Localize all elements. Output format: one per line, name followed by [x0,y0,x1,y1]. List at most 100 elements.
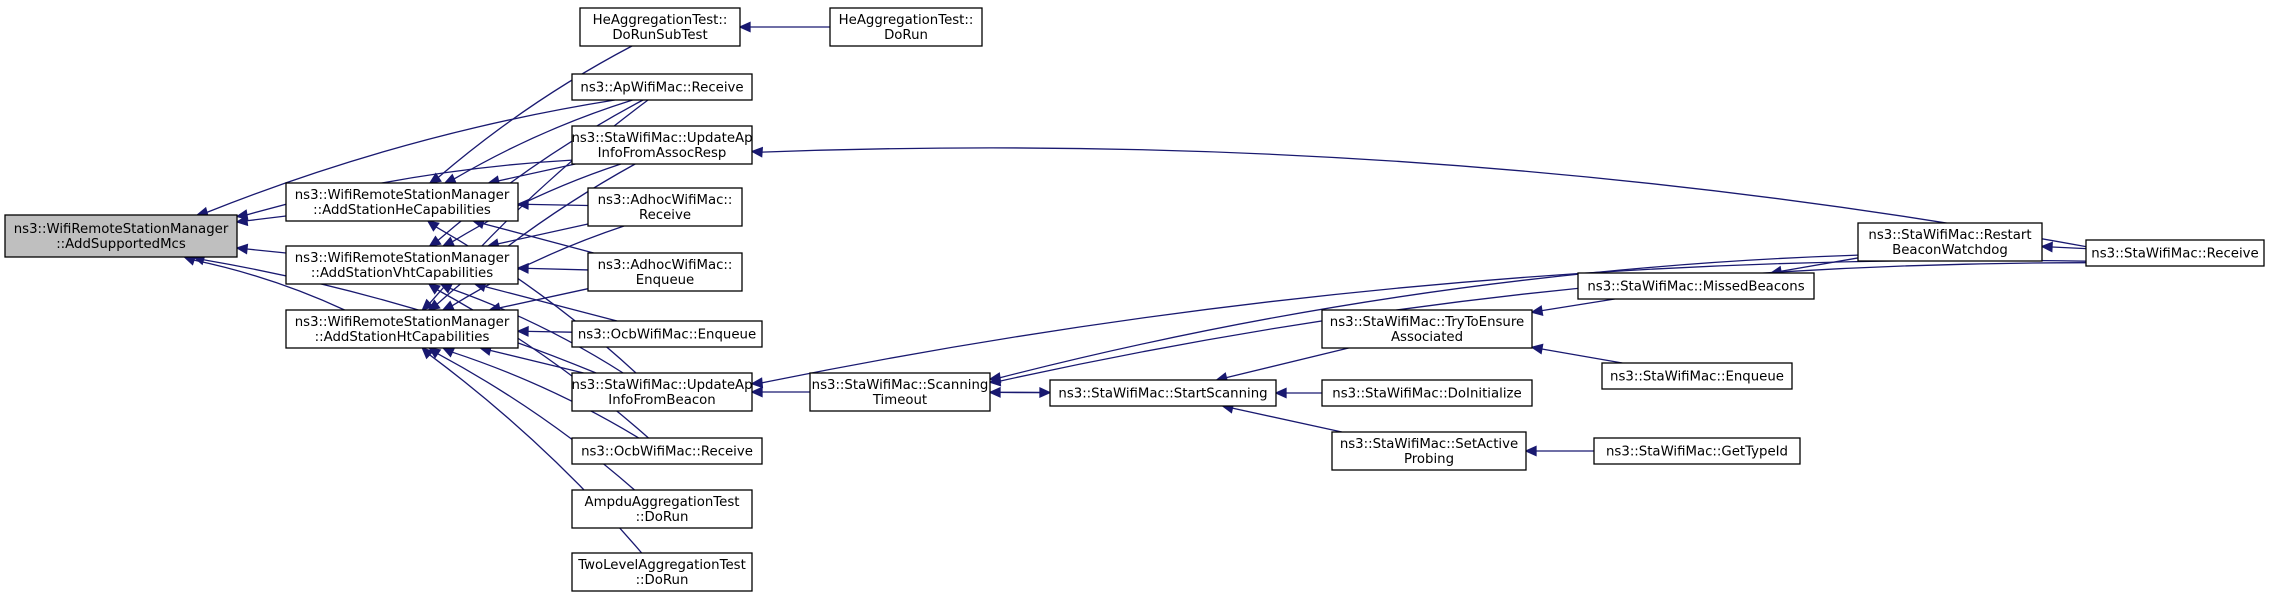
node-ocb-enq[interactable]: ns3::OcbWifiMac::Enqueue [571,320,763,348]
edge-line [527,203,589,207]
edge-arrowhead [1524,445,1537,457]
node-label-line: Enqueue [636,273,695,288]
edge-scan_timeout-to-upd_beacon [750,386,810,398]
node-box [579,7,741,47]
node-box [285,309,519,349]
node-adhoc-recv[interactable]: ns3::AdhocWifiMac::Receive [587,187,743,227]
node-label-line: ns3::StaWifiMac::Enqueue [1610,370,1784,385]
node-box [1331,431,1527,471]
node-do-init[interactable]: ns3::StaWifiMac::DoInitialize [1321,379,1533,407]
node-label-line: DoRunSubTest [612,28,707,43]
edge-line [435,226,637,374]
node-label-line: TwoLevelAggregationTest [577,558,746,573]
edge-sta_recv-to-scan_timeout [988,262,2087,387]
edge-arrowhead [988,375,1002,387]
edge-line [1232,407,1342,433]
node-box [1321,379,1533,407]
node-ampdu[interactable]: AmpduAggregationTest::DoRun [571,489,753,529]
node-box [1601,362,1793,390]
edge-line [451,225,625,307]
node-box [1049,379,1277,407]
edge-line [246,215,287,222]
edge-upd_beacon-to-ht_cap [478,345,584,374]
edge-line [2051,246,2087,250]
edge-line [193,259,345,311]
edge-arrowhead [235,209,249,221]
node-label-line: InfoFromAssocResp [598,146,727,161]
node-he-agg-sub[interactable]: HeAggregationTest::DoRunSubTest [579,7,741,47]
node-missed[interactable]: ns3::StaWifiMac::MissedBeacons [1577,272,1815,300]
node-upd-assoc[interactable]: ns3::StaWifiMac::UpdateApInfoFromAssocRe… [571,125,753,165]
node-start-scan[interactable]: ns3::StaWifiMac::StartScanning [1049,379,1277,407]
node-label-line: Probing [1404,452,1454,467]
node-ocb-recv[interactable]: ns3::OcbWifiMac::Receive [571,437,763,465]
edge-arrowhead [427,283,441,295]
node-adhoc-enq[interactable]: ns3::AdhocWifiMac::Enqueue [587,252,743,292]
edge-arrowhead [441,347,456,358]
edge-line [527,267,589,271]
edge-do_init-to-start_scan [1274,387,1322,399]
node-ht-cap[interactable]: ns3::WifiRemoteStationManager::AddStatio… [285,309,519,349]
node-sta-enq[interactable]: ns3::StaWifiMac::Enqueue [1601,362,1793,390]
node-label-line: Timeout [872,393,927,408]
node-label-line: ::DoRun [636,573,689,588]
node-label-line: ns3::WifiRemoteStationManager [14,222,229,237]
node-box [809,372,991,412]
edge-line [498,163,576,182]
edge-line [449,287,624,374]
edge-line [437,45,633,178]
edge-line [1780,257,1859,272]
node-box [571,552,753,592]
node-box [2085,239,2265,267]
node-he-agg-run[interactable]: HeAggregationTest::DoRun [829,7,983,47]
node-label-line: DoRun [884,28,928,43]
node-label-line: BeaconWatchdog [1892,243,2008,258]
node-label-line: ns3::OcbWifiMac::Receive [581,445,753,460]
node-label-line: ns3::OcbWifiMac::Enqueue [578,328,756,343]
edge-arrowhead [516,325,529,337]
node-twolevel[interactable]: TwoLevelAggregationTest::DoRun [571,552,753,592]
edge-arrowhead [443,173,457,184]
edge-line [1541,298,1615,312]
edge-arrowhead [441,236,456,247]
node-box [571,73,753,101]
node-box [571,489,753,529]
node-he-cap[interactable]: ns3::WifiRemoteStationManager::AddStatio… [285,182,519,222]
node-label-line: ns3::WifiRemoteStationManager [295,251,510,266]
edge-arrowhead [428,172,442,184]
edge-sta_enq-to-try_assoc [1530,343,1623,364]
node-box [587,252,743,292]
edge-sta_recv-to-upd_assoc [750,146,2087,248]
node-sta-recv[interactable]: ns3::StaWifiMac::Receive [2085,239,2265,267]
node-label-line: HeAggregationTest:: [593,13,728,28]
node-box [571,372,753,412]
edge-arrowhead [1530,343,1544,355]
edge-arrowhead [1274,387,1287,399]
edge-line [1226,347,1349,379]
edge-line [1541,348,1623,364]
edge-arrowhead [428,235,442,247]
edge-get_type-to-set_active [1524,445,1595,457]
edge-he_agg_run-to-he_agg_sub [738,21,830,33]
node-label-line: Receive [639,208,691,223]
node-ap-recv[interactable]: ns3::ApWifiMac::Receive [571,73,753,101]
node-root[interactable]: ns3::WifiRemoteStationManager::AddSuppor… [4,214,238,258]
edge-line [489,349,584,374]
edge-vht_cap-to-root [235,243,287,255]
node-get-type[interactable]: ns3::StaWifiMac::GetTypeId [1593,437,1801,465]
edge-arrowhead [235,243,249,255]
edge-he_agg_sub-to-he_cap [428,45,633,184]
edge-arrowhead [2040,241,2053,253]
edge-line [499,288,589,309]
edge-arrowhead [421,346,434,360]
node-label-line: AmpduAggregationTest [585,495,740,510]
node-label-line: HeAggregationTest:: [839,13,974,28]
edge-upd_beacon-to-he_cap [426,220,637,374]
edge-line [451,163,622,243]
node-vht-cap[interactable]: ns3::WifiRemoteStationManager::AddStatio… [285,245,519,285]
